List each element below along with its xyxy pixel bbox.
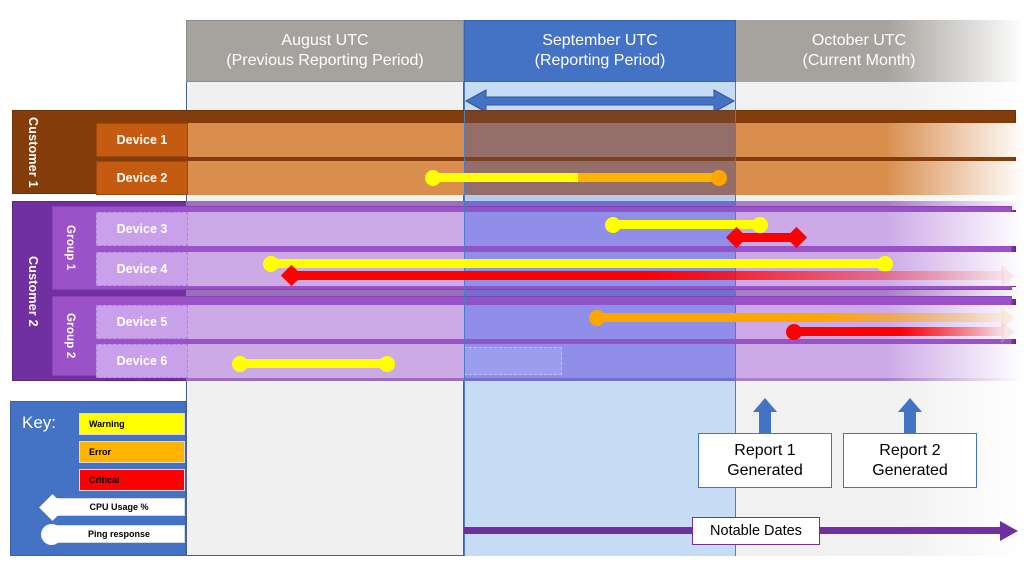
event-bar-device-3-warning[interactable]	[614, 220, 760, 229]
device-label-device-5[interactable]: Device 5	[96, 305, 188, 339]
callout-report-2[interactable]: Report 2 Generated	[843, 433, 977, 488]
key-severity-warning: Warning	[79, 413, 185, 435]
event-cap-device-4-critical-end-arrow-icon	[1001, 265, 1015, 287]
group-band-top-1	[186, 201, 1024, 210]
event-cap-device-5-critical-start	[786, 324, 802, 340]
event-cap-device-4-warning-start	[263, 256, 279, 272]
event-bar-device-6-warning[interactable]	[241, 359, 387, 368]
event-cap-device-2-start	[425, 170, 441, 186]
device-row-background-device-4	[186, 252, 1024, 286]
event-bar-device-3-critical[interactable]	[737, 233, 795, 242]
device-label-device-3[interactable]: Device 3	[96, 212, 188, 246]
reporting-period-double-arrow-icon	[464, 89, 736, 113]
event-cap-device-5-error-start	[589, 310, 605, 326]
device-label-device-4[interactable]: Device 4	[96, 252, 188, 286]
column-title-september: September UTC	[542, 32, 658, 50]
group-1-label: Group 1	[64, 225, 76, 271]
device-row-background-device-3	[186, 212, 1024, 246]
event-bar-device-5-error[interactable]	[598, 313, 1004, 322]
column-subtitle-september: (Reporting Period)	[534, 52, 666, 69]
key-title: Key:	[22, 413, 57, 432]
column-subtitle-august: (Previous Reporting Period)	[226, 52, 424, 69]
device-label-device-6[interactable]: Device 6	[96, 344, 188, 378]
report-1-up-arrow-icon	[753, 398, 777, 412]
column-subtitle-october: (Current Month)	[802, 52, 916, 69]
key-severity-error: Error	[79, 441, 185, 463]
customer-2-label: Customer 2	[26, 255, 40, 327]
column-header-september: September UTC (Reporting Period)	[464, 20, 736, 82]
event-cap-device-3-warning-end	[752, 217, 768, 233]
device-label-device-1[interactable]: Device 1	[96, 123, 188, 157]
column-title-august: August UTC	[281, 32, 369, 50]
event-cap-device-6-warning-start	[232, 356, 248, 372]
key-severity-critical: Critical	[79, 469, 185, 491]
event-bar-device-4-warning[interactable]	[272, 259, 884, 268]
event-bar-device-2-warning[interactable]	[435, 173, 581, 182]
key-circle-marker-icon	[41, 524, 62, 545]
event-bar-device-5-critical[interactable]	[795, 327, 1004, 336]
key-legend-box: Key: Warning Error Critical CPU Usage % …	[10, 401, 186, 556]
device-row-background-device-1	[186, 123, 1024, 157]
column-header-october: October UTC (Current Month)	[736, 20, 1024, 82]
device-label-device-2[interactable]: Device 2	[96, 161, 188, 195]
event-cap-device-6-warning-end	[379, 356, 395, 372]
event-bar-device-4-critical[interactable]	[292, 271, 1004, 280]
event-cap-device-3-warning-start	[605, 217, 621, 233]
report-2-up-arrow-icon	[898, 398, 922, 412]
column-header-august: August UTC (Previous Reporting Period)	[186, 20, 464, 82]
key-marker-cpu-usage: CPU Usage %	[53, 498, 185, 516]
event-cap-device-5-error-end-arrow-icon	[1001, 307, 1015, 329]
event-cap-device-4-warning-end	[877, 256, 893, 272]
column-title-october: October UTC	[811, 32, 907, 50]
notable-dates-label-box[interactable]: Notable Dates	[692, 517, 820, 545]
event-cap-device-5-critical-end-arrow-icon	[1001, 321, 1015, 343]
event-bar-device-2-error[interactable]	[578, 173, 718, 182]
event-cap-device-2-end	[711, 170, 727, 186]
group-2-label: Group 2	[64, 313, 76, 359]
key-marker-ping-response: Ping response	[53, 525, 185, 543]
callout-report-1[interactable]: Report 1 Generated	[698, 433, 832, 488]
customer-1-label: Customer 1	[26, 116, 40, 188]
device-6-highlight-rect	[464, 347, 562, 375]
notable-dates-arrow-icon	[1000, 521, 1018, 541]
